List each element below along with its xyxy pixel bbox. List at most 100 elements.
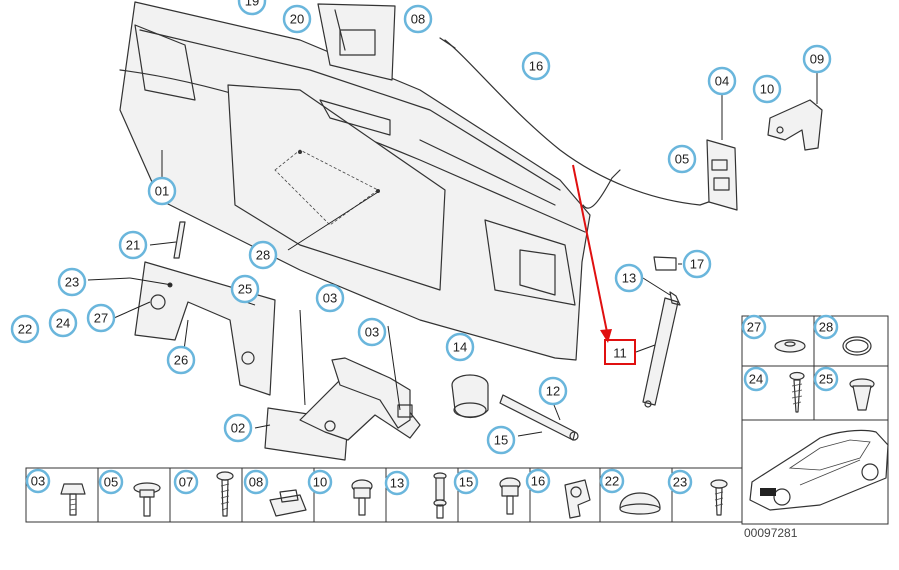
- svg-text:10: 10: [313, 475, 327, 490]
- callout-04[interactable]: 04: [707, 66, 737, 96]
- strip-callout-22[interactable]: 22: [599, 468, 625, 494]
- svg-text:13: 13: [622, 271, 636, 286]
- callout-03[interactable]: 03: [315, 283, 345, 313]
- bolt-15-icon: [499, 477, 521, 515]
- trim-rod[interactable]: [173, 221, 186, 259]
- screw-07-icon: [216, 471, 234, 517]
- latch-assembly[interactable]: [317, 3, 396, 81]
- svg-text:27: 27: [747, 320, 761, 335]
- callout-02[interactable]: 02: [223, 413, 253, 443]
- svg-text:16: 16: [529, 59, 543, 74]
- strip-callout-16[interactable]: 16: [525, 468, 551, 494]
- strip-callout-23[interactable]: 23: [667, 469, 693, 495]
- callout-10[interactable]: 10: [752, 74, 782, 104]
- svg-text:25: 25: [819, 372, 833, 387]
- svg-text:24: 24: [56, 316, 70, 331]
- callout-12[interactable]: 12: [538, 376, 568, 406]
- callout-05[interactable]: 05: [667, 144, 697, 174]
- bolt-10-icon: [351, 479, 373, 516]
- vehicle-icon: [749, 429, 889, 511]
- callout-14[interactable]: 14: [445, 332, 475, 362]
- tailgate-panel[interactable]: [119, 1, 591, 361]
- svg-text:28: 28: [256, 248, 270, 263]
- lock-mechanism[interactable]: [706, 93, 738, 211]
- svg-text:07: 07: [179, 475, 193, 490]
- release-cable[interactable]: [439, 37, 721, 209]
- svg-text:23: 23: [65, 275, 79, 290]
- svg-text:19: 19: [245, 0, 259, 9]
- svg-text:24: 24: [749, 372, 763, 387]
- callout-03b[interactable]: 03: [357, 317, 387, 347]
- hinge-bracket[interactable]: [767, 72, 823, 151]
- svg-text:17: 17: [690, 257, 704, 272]
- svg-text:05: 05: [675, 152, 689, 167]
- legend-callout-27[interactable]: 27: [741, 314, 767, 340]
- svg-text:02: 02: [231, 421, 245, 436]
- highlight-arrow: [572, 164, 656, 365]
- clip-08-icon: [269, 489, 307, 517]
- callout-28[interactable]: 28: [248, 240, 278, 270]
- svg-text:03: 03: [31, 474, 45, 489]
- bolt-03-icon: [60, 483, 86, 516]
- callout-15[interactable]: 15: [486, 425, 516, 455]
- svg-text:20: 20: [290, 12, 304, 27]
- callout-09[interactable]: 09: [802, 44, 832, 74]
- svg-text:15: 15: [494, 433, 508, 448]
- svg-text:03: 03: [365, 325, 379, 340]
- callout-22[interactable]: 22: [10, 314, 40, 344]
- callout-26[interactable]: 26: [166, 345, 196, 375]
- strip-callout-15[interactable]: 15: [453, 469, 479, 495]
- callout-21[interactable]: 21: [118, 230, 148, 260]
- leader-lines: [87, 150, 682, 437]
- svg-text:22: 22: [18, 322, 32, 337]
- svg-text:15: 15: [459, 475, 473, 490]
- strip-callout-13[interactable]: 13: [384, 470, 410, 496]
- svg-text:16: 16: [531, 474, 545, 489]
- document-number: 00097281: [744, 526, 798, 540]
- callout-11[interactable]: 11: [613, 346, 627, 361]
- svg-text:23: 23: [673, 475, 687, 490]
- bolt-05-icon: [133, 482, 161, 517]
- legend-callout-24[interactable]: 24: [743, 366, 769, 392]
- legend-callout-25[interactable]: 25: [813, 366, 839, 392]
- callout-20[interactable]: 20: [282, 4, 312, 34]
- strip-callout-10[interactable]: 10: [307, 469, 333, 495]
- callout-25[interactable]: 25: [230, 274, 260, 304]
- svg-text:27: 27: [94, 311, 108, 326]
- svg-text:01: 01: [155, 184, 169, 199]
- bushing[interactable]: [451, 374, 489, 419]
- svg-text:08: 08: [249, 475, 263, 490]
- callout-19[interactable]: 19: [237, 0, 267, 16]
- strip-callout-07[interactable]: 07: [173, 469, 199, 495]
- callout-01[interactable]: 01: [147, 176, 177, 206]
- strip-callout-03[interactable]: 03: [25, 468, 51, 494]
- callout-08[interactable]: 08: [403, 4, 433, 34]
- svg-text:13: 13: [390, 476, 404, 491]
- callout-17[interactable]: 17: [682, 249, 712, 279]
- hinge-arm[interactable]: [264, 309, 421, 461]
- legend-panel: [741, 315, 889, 525]
- svg-text:22: 22: [605, 474, 619, 489]
- callout-13[interactable]: 13: [614, 263, 644, 293]
- callout-23[interactable]: 23: [57, 267, 87, 297]
- screw-23-icon: [710, 479, 728, 516]
- callout-24[interactable]: 24: [48, 308, 78, 338]
- cable-clip-16-icon: [564, 479, 591, 519]
- svg-text:21: 21: [126, 238, 140, 253]
- svg-text:14: 14: [453, 340, 467, 355]
- strip-callout-05[interactable]: 05: [98, 469, 124, 495]
- fastener-strip: [25, 467, 743, 523]
- svg-text:10: 10: [760, 82, 774, 97]
- legend-callout-28[interactable]: 28: [813, 314, 839, 340]
- svg-text:26: 26: [174, 353, 188, 368]
- strip-callout-08[interactable]: 08: [243, 469, 269, 495]
- callout-16[interactable]: 16: [521, 51, 551, 81]
- svg-text:25: 25: [238, 282, 252, 297]
- svg-text:09: 09: [810, 52, 824, 67]
- pin-13-icon: [433, 472, 447, 519]
- cap-22-icon: [619, 492, 661, 515]
- callout-27[interactable]: 27: [86, 303, 116, 333]
- svg-text:04: 04: [715, 74, 729, 89]
- gas-strut[interactable]: [642, 256, 681, 408]
